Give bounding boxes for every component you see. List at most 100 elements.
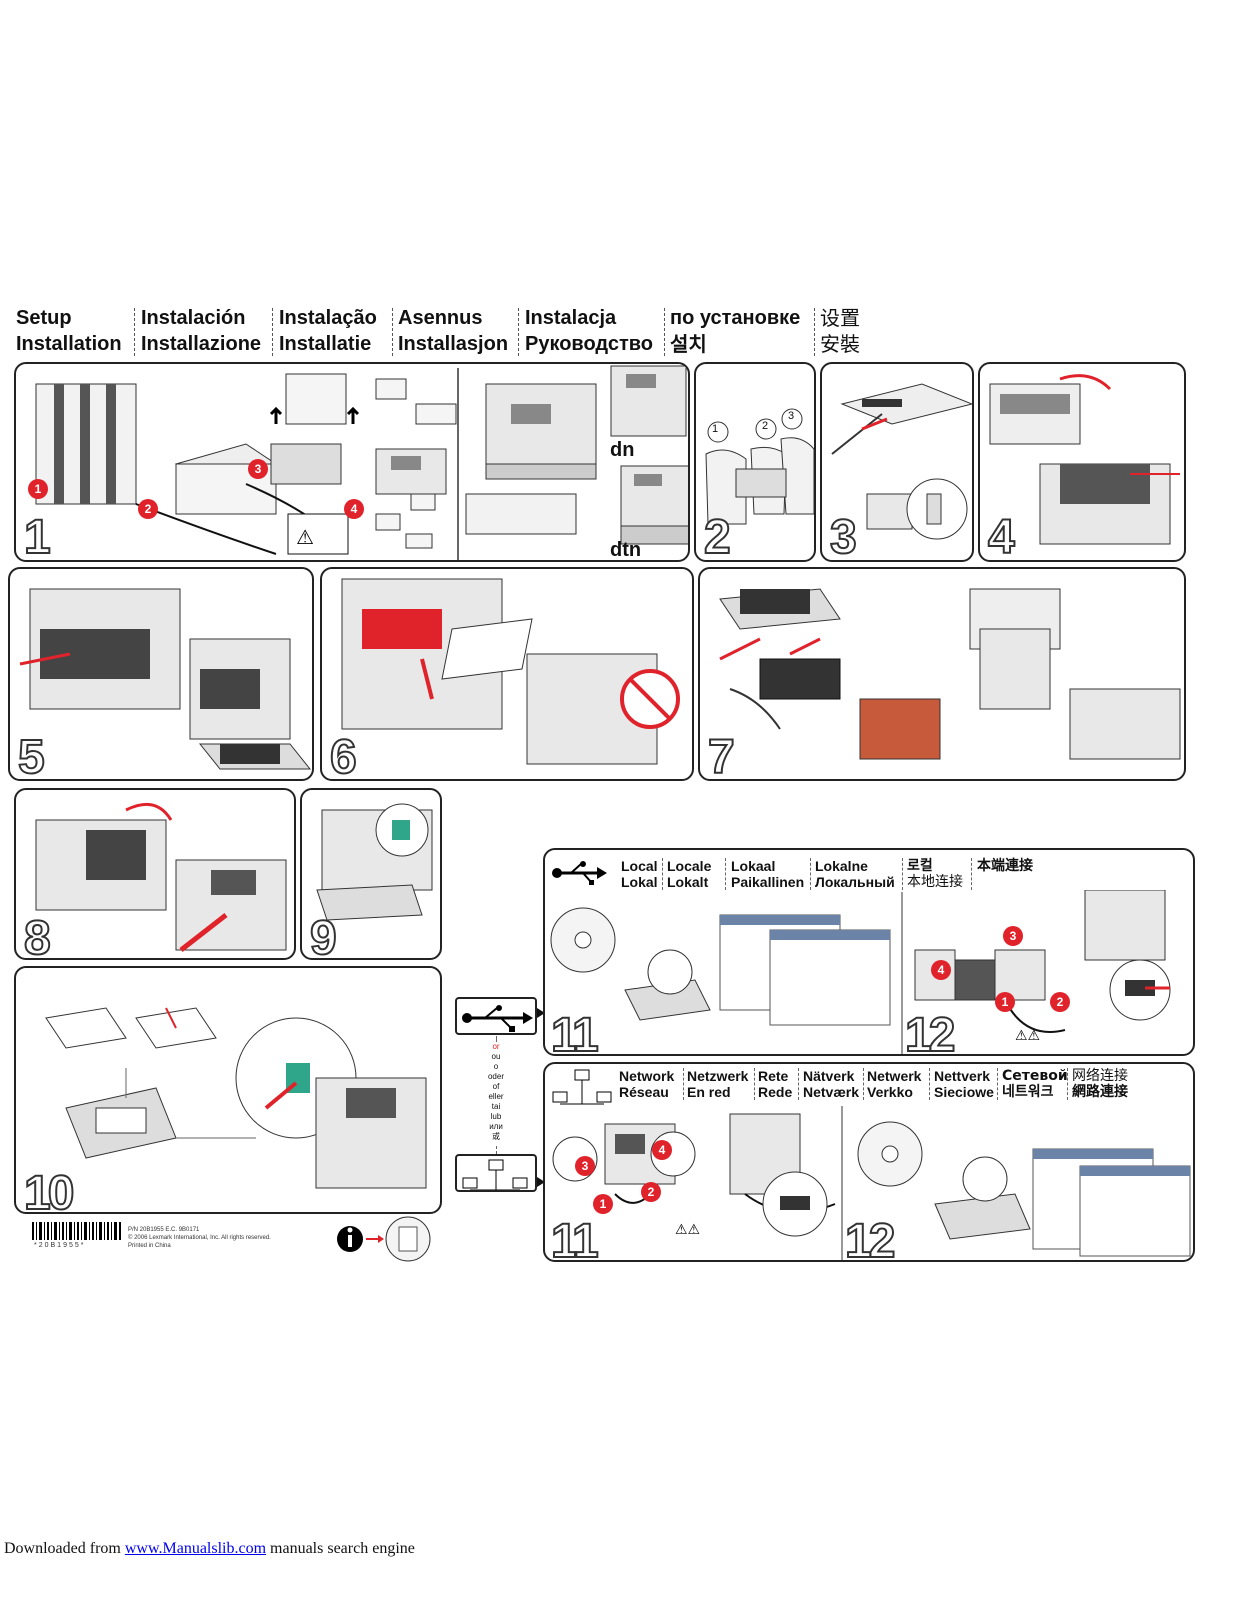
unpacking-illustration: ⚠ bbox=[35, 365, 688, 560]
label-text: 网络连接 bbox=[1072, 1068, 1128, 1084]
network-callout-2: 2 bbox=[641, 1182, 661, 1202]
load-paper-illustration bbox=[45, 1007, 427, 1189]
step-number: 9 bbox=[309, 912, 338, 960]
step-number: 4 bbox=[987, 511, 1016, 562]
step-number: 10 bbox=[23, 1167, 75, 1214]
network-callout-3: 3 bbox=[575, 1156, 595, 1176]
header-text: Setup bbox=[16, 307, 72, 329]
usb-option-box bbox=[455, 997, 537, 1035]
step-number: 11 bbox=[550, 1009, 600, 1056]
footer-prefix: Downloaded from bbox=[4, 1540, 125, 1557]
header-text: 설치 bbox=[670, 332, 707, 356]
network-option-box bbox=[455, 1154, 537, 1192]
or-word: ou bbox=[491, 1052, 501, 1061]
copyright: © 2006 Lexmark International, Inc. All r… bbox=[128, 1235, 271, 1241]
or-word: tai bbox=[491, 1102, 501, 1111]
part-number: P/N 20B1955 E.C. 9B0171 bbox=[128, 1227, 200, 1233]
label-text: 로컬 bbox=[907, 858, 933, 874]
header-col-5: Instalacja Руководство bbox=[525, 305, 653, 357]
callout-3: 3 bbox=[248, 459, 268, 479]
step-6-panel: 6 bbox=[320, 567, 694, 781]
network-callout-4: 4 bbox=[652, 1140, 672, 1160]
label-text: Lokalne bbox=[815, 858, 868, 874]
label-text: 네트워크 bbox=[1002, 1084, 1054, 1100]
header-text: 设置 bbox=[820, 306, 860, 330]
remove-packing-illustration bbox=[831, 383, 972, 540]
header-text: Asennus bbox=[398, 307, 483, 329]
manualslib-link[interactable]: www.Manualslib.com bbox=[124, 1540, 267, 1557]
person-2-label: 2 bbox=[762, 420, 769, 432]
step-number: 7 bbox=[707, 731, 736, 781]
connector-arrows bbox=[537, 1008, 545, 1187]
or-word: 或 bbox=[492, 1132, 500, 1141]
svg-text:⚠: ⚠ bbox=[296, 525, 314, 549]
model-dn-label: dn bbox=[610, 439, 635, 461]
local-callout-2: 2 bbox=[1050, 992, 1070, 1012]
remove-photoconductor-packing-illustration bbox=[341, 578, 680, 765]
barcode-text: *20B1955* bbox=[34, 1242, 86, 1249]
header-text: Installazione bbox=[141, 333, 262, 355]
callout-1: 1 bbox=[28, 479, 48, 499]
step-3-panel: 3 bbox=[820, 362, 974, 562]
local-callout-4: 4 bbox=[931, 960, 951, 980]
label-text: 本地连接 bbox=[907, 874, 963, 890]
step-number: 2 bbox=[703, 511, 732, 562]
callout-2: 2 bbox=[138, 499, 158, 519]
step-8-panel: 8 bbox=[14, 788, 296, 960]
printed-in: Printed in China bbox=[128, 1243, 171, 1249]
label-text: 網路連接 bbox=[1072, 1084, 1128, 1100]
label-text: Paikallinen bbox=[731, 874, 805, 890]
install-cartridges-illustration bbox=[719, 588, 1181, 760]
or-translations: or ou o oder of eller tai lub или 或 bbox=[476, 1042, 516, 1142]
header-text: Руководство bbox=[525, 333, 654, 355]
label-text: Réseau bbox=[619, 1084, 669, 1100]
svg-text:⚠⚠: ⚠⚠ bbox=[675, 1222, 700, 1238]
usb-icon bbox=[552, 861, 607, 885]
header-col-3: Instalação Installatie bbox=[279, 305, 377, 357]
label-text: Rede bbox=[758, 1084, 793, 1100]
local-callout-1: 1 bbox=[995, 992, 1015, 1012]
open-cover-illustration bbox=[989, 374, 1180, 545]
header-text: 安裝 bbox=[820, 332, 860, 356]
close-cover-illustration bbox=[35, 802, 287, 952]
remove-packing-from-cartridges-illustration bbox=[19, 588, 312, 770]
step-number: 11 bbox=[550, 1215, 600, 1262]
step-7-panel: 7 bbox=[698, 567, 1186, 781]
person-3-label: 3 bbox=[788, 410, 795, 422]
header-text: Instalação bbox=[279, 307, 377, 329]
step-number: 8 bbox=[23, 912, 52, 960]
step-4-panel: 4 bbox=[978, 362, 1186, 562]
label-text: Verkko bbox=[867, 1084, 913, 1100]
header-col-4: Asennus Installasjon bbox=[398, 305, 508, 357]
network-callout-1: 1 bbox=[593, 1194, 613, 1214]
footer-suffix: manuals search engine bbox=[266, 1540, 415, 1557]
label-text: Locale bbox=[667, 858, 712, 874]
step-number: 3 bbox=[829, 511, 858, 562]
network-icon bbox=[552, 1069, 612, 1105]
header-text: по установке bbox=[670, 307, 801, 329]
step-5-panel: 5 bbox=[8, 567, 314, 781]
header-text: Instalación bbox=[141, 307, 246, 329]
step-number: 12 bbox=[904, 1009, 956, 1056]
label-text: Sieciowe bbox=[934, 1084, 994, 1100]
person-1-label: 1 bbox=[712, 423, 719, 435]
header-text: Installatie bbox=[279, 333, 372, 355]
step-10-panel: 10 bbox=[14, 966, 442, 1214]
step-2-panel: 1 2 3 2 bbox=[694, 362, 816, 562]
header-text: Installation bbox=[16, 333, 122, 355]
barcode-icon bbox=[32, 1222, 121, 1240]
label-text: Nätverk bbox=[803, 1068, 855, 1084]
header-col-6: по установке 설치 bbox=[670, 305, 800, 357]
network-label-8: 网络连接網路連接 bbox=[1072, 1068, 1128, 1100]
